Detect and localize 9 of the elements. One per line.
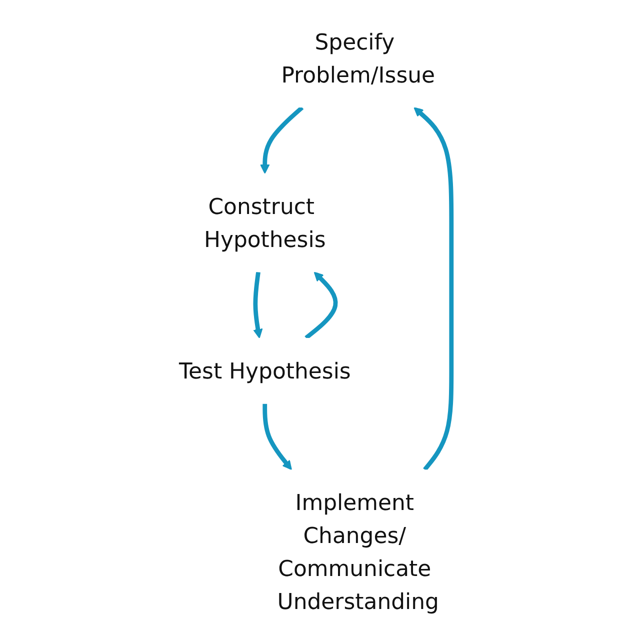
arrow [414,107,454,471]
arrow [253,272,263,338]
node-text: Specify Problem/Issue [281,28,436,88]
node-text: Construct Hypothesis [204,193,326,252]
arrow [262,404,292,470]
node-text: Test Hypothesis [178,358,351,384]
node-text: Implement Changes/ Communicate Understanding [277,489,439,614]
arrow [304,272,338,340]
arrow [260,106,304,174]
